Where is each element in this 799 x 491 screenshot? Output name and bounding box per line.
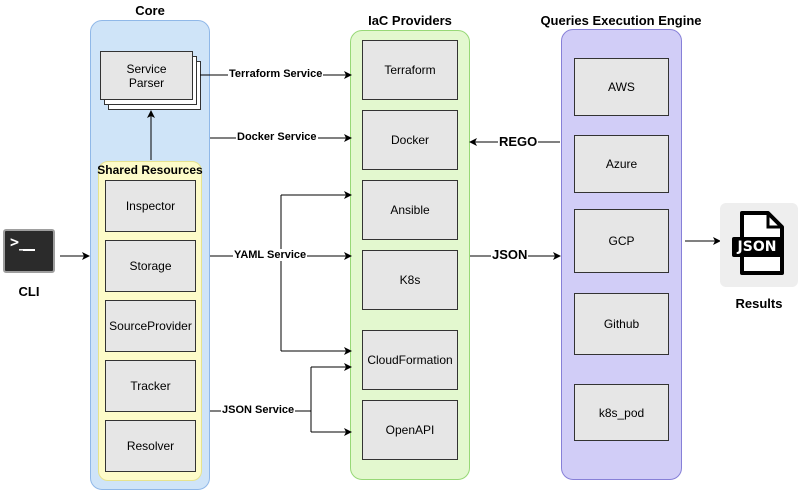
results-label: Results xyxy=(735,296,783,311)
shared-resource-resolver: Resolver xyxy=(105,420,196,472)
iac-provider-label: CloudFormation xyxy=(367,353,453,367)
shared-resource-label: SourceProvider xyxy=(109,319,192,333)
engine-label: Github xyxy=(603,317,640,331)
json-file-badge: JSON xyxy=(737,239,777,255)
iac-provider-label: Ansible xyxy=(390,203,430,217)
engine-title: Queries Execution Engine xyxy=(540,13,702,28)
terminal-prompt: >_ xyxy=(10,233,29,251)
engine-label: k8s_pod xyxy=(598,405,645,420)
cli-label: CLI xyxy=(18,284,40,299)
engine-label: AWS xyxy=(608,80,635,94)
shared-resource-label: Storage xyxy=(129,259,172,273)
shared-resource-tracker: Tracker xyxy=(105,360,196,412)
engine-github: Github xyxy=(574,293,669,355)
engine-k8s-pod: k8s_pod xyxy=(574,384,669,441)
terraform-service-label: Terraform Service xyxy=(228,68,324,80)
engine-aws: AWS xyxy=(574,58,669,116)
terminal-prompt-underline xyxy=(23,249,35,251)
engine-gcp: GCP xyxy=(574,209,669,273)
core-title: Core xyxy=(135,3,165,18)
iac-provider-label: Docker xyxy=(390,133,429,147)
shared-resource-storage: Storage xyxy=(105,240,196,292)
shared-resource-sourceprovider: SourceProvider xyxy=(105,300,196,352)
service-parser-box: Service Parser xyxy=(100,51,193,100)
shared-resources-title: Shared Resources xyxy=(97,163,203,177)
iac-provider-terraform: Terraform xyxy=(362,40,458,100)
shared-resource-inspector: Inspector xyxy=(105,180,196,232)
json-file-icon: JSON xyxy=(720,203,798,287)
json-edge-label: JSON xyxy=(491,247,529,262)
iac-provider-ansible: Ansible xyxy=(362,180,458,240)
terminal-icon: >_ xyxy=(3,229,55,273)
shared-resource-label: Resolver xyxy=(126,439,175,453)
engine-label: GCP xyxy=(608,234,635,248)
shared-resource-label: Tracker xyxy=(130,379,171,393)
yaml-service-label: YAML Service xyxy=(233,249,308,261)
json-file-glyph xyxy=(732,211,784,275)
json-service-label: JSON Service xyxy=(221,404,296,416)
engine-label: Azure xyxy=(605,157,638,171)
iac-providers-title: IaC Providers xyxy=(368,13,452,28)
iac-provider-label: K8s xyxy=(399,273,421,287)
iac-provider-k8s: K8s xyxy=(362,250,458,310)
iac-provider-label: OpenAPI xyxy=(385,423,435,437)
rego-label: REGO xyxy=(498,134,539,149)
shared-resource-label: Inspector xyxy=(125,199,176,213)
iac-provider-docker: Docker xyxy=(362,110,458,170)
service-parser-label: Service Parser xyxy=(126,61,167,90)
iac-provider-openapi: OpenAPI xyxy=(362,400,458,460)
docker-service-label: Docker Service xyxy=(236,131,318,143)
engine-azure: Azure xyxy=(574,135,669,193)
iac-provider-label: Terraform xyxy=(384,63,436,77)
iac-provider-cloudformation: CloudFormation xyxy=(362,330,458,390)
